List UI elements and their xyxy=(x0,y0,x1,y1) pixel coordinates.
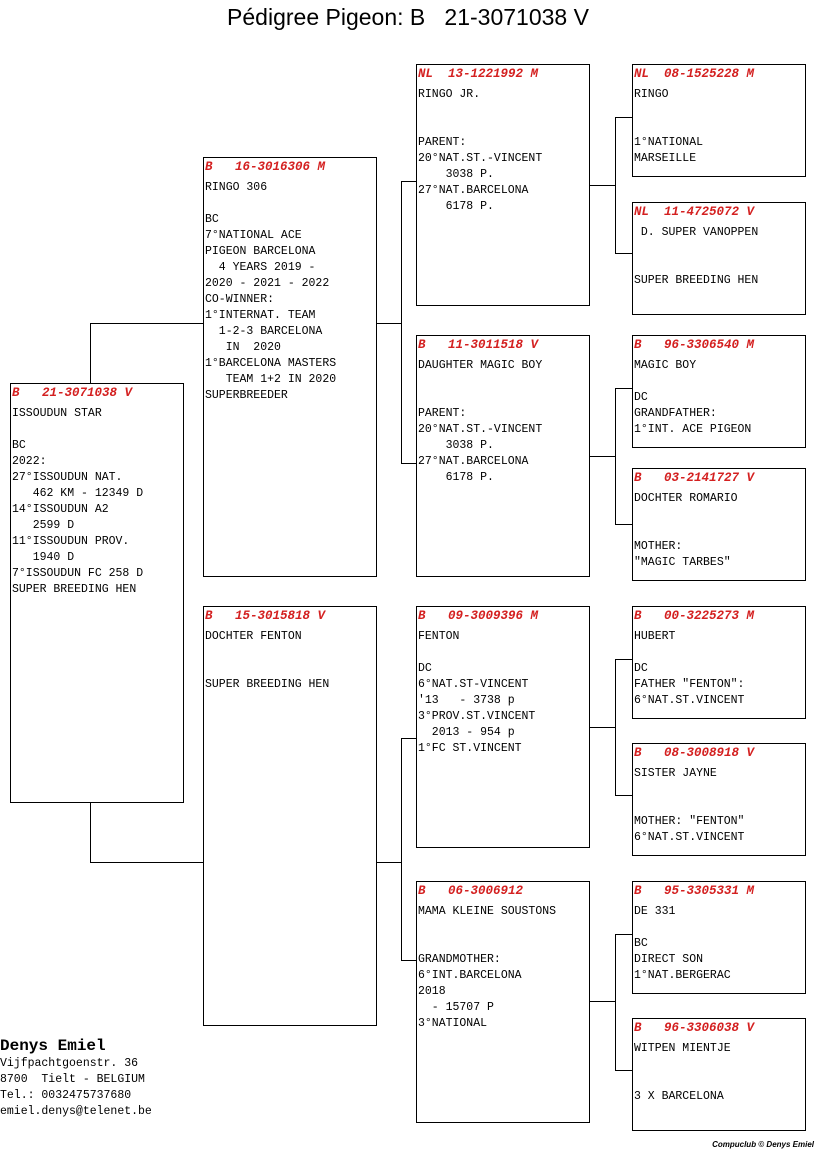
pigeon-details: MAGIC BOY DC GRANDFATHER: 1°INT. ACE PIG… xyxy=(634,359,752,436)
pigeon-details: RINGO 1°NATIONAL MARSEILLE xyxy=(634,88,704,165)
pigeon-card-grandmother-paternal: B 11-3011518 V DAUGHTER MAGIC BOY PARENT… xyxy=(416,335,590,577)
ring-number: B 16-3016306 M xyxy=(205,160,326,174)
pigeon-card-great-grandparent-3: B 96-3306540 M MAGIC BOY DC GRANDFATHER:… xyxy=(632,335,806,448)
ring-number: NL 13-1221992 M xyxy=(418,67,539,81)
pigeon-details: HUBERT DC FATHER "FENTON": 6°NAT.ST.VINC… xyxy=(634,630,745,707)
owner-phone: Tel.: 0032475737680 xyxy=(0,1089,132,1102)
pigeon-details: FENTON DC 6°NAT.ST-VINCENT '13 - 3738 p … xyxy=(418,630,536,755)
pigeon-card-grandfather-paternal: NL 13-1221992 M RINGO JR. PARENT: 20°NAT… xyxy=(416,64,590,306)
page-title: Pédigree Pigeon: B 21-3071038 V xyxy=(227,4,589,30)
pigeon-details: DOCHTER FENTON SUPER BREEDING HEN xyxy=(205,630,330,691)
ring-number: B 96-3306540 M xyxy=(634,338,755,352)
ring-number: B 15-3015818 V xyxy=(205,609,326,623)
ring-number: B 09-3009396 M xyxy=(418,609,539,623)
owner-street: Vijfpachtgoenstr. 36 xyxy=(0,1057,139,1070)
owner-email: emiel.denys@telenet.be xyxy=(0,1105,152,1118)
ring-number: B 95-3305331 M xyxy=(634,884,755,898)
pigeon-card-great-grandparent-2: NL 11-4725072 V D. SUPER VANOPPEN SUPER … xyxy=(632,202,806,315)
ring-number: NL 11-4725072 V xyxy=(634,205,755,219)
pigeon-details: MAMA KLEINE SOUSTONS GRANDMOTHER: 6°INT.… xyxy=(418,905,557,1030)
owner-city: 8700 Tielt - BELGIUM xyxy=(0,1073,145,1086)
pigeon-card-great-grandparent-6: B 08-3008918 V SISTER JAYNE MOTHER: "FEN… xyxy=(632,743,806,856)
pigeon-details: ISSOUDUN STAR BC 2022: 27°ISSOUDUN NAT. … xyxy=(12,407,144,596)
ring-number: B 21-3071038 V xyxy=(12,386,133,400)
ring-number: B 06-3006912 xyxy=(418,884,524,898)
pigeon-card-grandmother-maternal: B 06-3006912 MAMA KLEINE SOUSTONS GRANDM… xyxy=(416,881,590,1123)
pigeon-details: WITPEN MIENTJE 3 X BARCELONA xyxy=(634,1042,731,1103)
ring-number: B 08-3008918 V xyxy=(634,746,755,760)
ring-number: NL 08-1525228 M xyxy=(634,67,755,81)
ring-number: B 11-3011518 V xyxy=(418,338,539,352)
pigeon-card-great-grandparent-1: NL 08-1525228 M RINGO 1°NATIONAL MARSEIL… xyxy=(632,64,806,177)
pigeon-card-grandfather-maternal: B 09-3009396 M FENTON DC 6°NAT.ST-VINCEN… xyxy=(416,606,590,848)
pigeon-details: SISTER JAYNE MOTHER: "FENTON" 6°NAT.ST.V… xyxy=(634,767,745,844)
pigeon-card-mother: B 15-3015818 V DOCHTER FENTON SUPER BREE… xyxy=(203,606,377,1026)
pigeon-details: DE 331 BC DIRECT SON 1°NAT.BERGERAC xyxy=(634,905,731,982)
pigeon-details: RINGO JR. PARENT: 20°NAT.ST.-VINCENT 303… xyxy=(418,88,543,213)
owner-name: Denys Emiel xyxy=(0,1037,106,1055)
software-credit: Compuclub © Denys Emiel xyxy=(712,1140,814,1149)
ring-number: B 00-3225273 M xyxy=(634,609,755,623)
pigeon-card-great-grandparent-4: B 03-2141727 V DOCHTER ROMARIO MOTHER: "… xyxy=(632,468,806,581)
ring-number: B 03-2141727 V xyxy=(634,471,755,485)
pigeon-card-great-grandparent-5: B 00-3225273 M HUBERT DC FATHER "FENTON"… xyxy=(632,606,806,719)
pigeon-card-great-grandparent-7: B 95-3305331 M DE 331 BC DIRECT SON 1°NA… xyxy=(632,881,806,994)
pigeon-details: DOCHTER ROMARIO MOTHER: "MAGIC TARBES" xyxy=(634,492,738,569)
pigeon-details: DAUGHTER MAGIC BOY PARENT: 20°NAT.ST.-VI… xyxy=(418,359,543,484)
ring-number: B 96-3306038 V xyxy=(634,1021,755,1035)
pigeon-card-father: B 16-3016306 M RINGO 306 BC 7°NATIONAL A… xyxy=(203,157,377,577)
pigeon-card-great-grandparent-8: B 96-3306038 V WITPEN MIENTJE 3 X BARCEL… xyxy=(632,1018,806,1131)
pigeon-card-subject: B 21-3071038 V ISSOUDUN STAR BC 2022: 27… xyxy=(10,383,184,803)
pigeon-details: D. SUPER VANOPPEN SUPER BREEDING HEN xyxy=(634,226,759,287)
owner-info: Denys Emiel Vijfpachtgoenstr. 36 8700 Ti… xyxy=(0,1036,152,1120)
pigeon-details: RINGO 306 BC 7°NATIONAL ACE PIGEON BARCE… xyxy=(205,181,337,402)
